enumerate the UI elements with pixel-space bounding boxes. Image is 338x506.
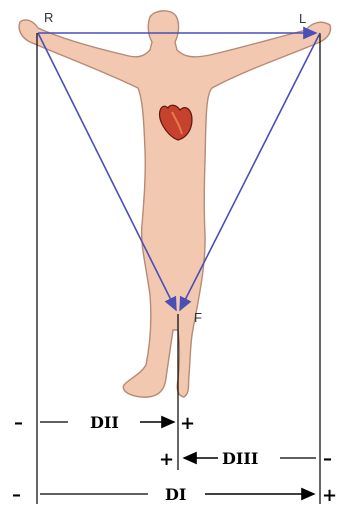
- electrode-label-r: R: [44, 10, 53, 25]
- electrode-label-l: L: [299, 11, 306, 26]
- di-negative-sign: –: [12, 484, 21, 505]
- lead-diii-row: + DIII –: [159, 448, 332, 470]
- diii-label: DIII: [222, 449, 258, 468]
- dii-negative-sign: –: [14, 412, 23, 433]
- dii-positive-sign: +: [180, 413, 195, 434]
- body-silhouette: [19, 11, 330, 397]
- diii-negative-sign: –: [323, 448, 332, 469]
- dii-label: DII: [90, 413, 119, 432]
- di-positive-sign: +: [322, 485, 337, 506]
- lead-di-row: – DI +: [12, 484, 337, 506]
- electrode-label-f: F: [194, 310, 202, 325]
- diii-positive-sign: +: [159, 449, 174, 470]
- lead-dii-row: – DII +: [14, 412, 195, 434]
- body-outline: [19, 11, 330, 397]
- di-label: DI: [165, 485, 186, 504]
